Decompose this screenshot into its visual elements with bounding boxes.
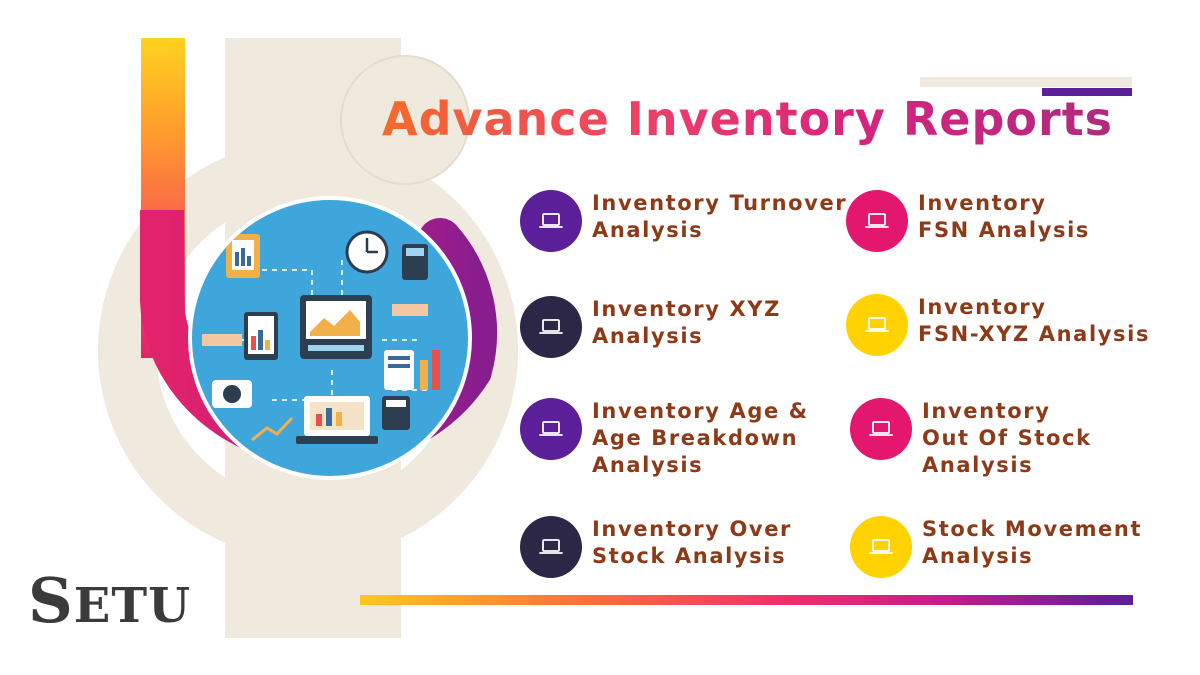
laptop-icon	[846, 294, 908, 356]
report-label-line: Inventory	[922, 399, 1051, 423]
laptop-icon	[520, 516, 582, 578]
logo-rest: ETU	[73, 578, 191, 634]
laptop-icon	[520, 190, 582, 252]
report-label-line: FSN-XYZ Analysis	[918, 322, 1151, 346]
laptop-icon	[850, 516, 912, 578]
report-label-line: FSN Analysis	[918, 218, 1091, 242]
report-label-line: Stock Analysis	[592, 544, 787, 568]
report-label: Inventory XYZ Analysis	[592, 296, 852, 350]
report-item-xyz[interactable]: Inventory XYZ Analysis	[520, 296, 852, 358]
laptop-icon	[850, 398, 912, 460]
gradient-bottom-line	[360, 595, 1133, 605]
report-label-line: Inventory XYZ	[592, 297, 781, 321]
laptop-glyph	[865, 317, 889, 332]
report-label-line: Analysis	[922, 453, 1034, 477]
report-label-line: Out Of Stock	[922, 426, 1092, 450]
laptop-glyph	[539, 421, 563, 436]
laptop-glyph	[869, 421, 893, 436]
decor-line-purple	[1042, 88, 1132, 96]
decor-line-beige	[920, 77, 1132, 87]
page-title: Advance Inventory Reports	[382, 92, 1114, 146]
laptop-glyph	[539, 213, 563, 228]
analytics-illustration-icon	[202, 230, 440, 444]
report-label-line: Inventory	[918, 295, 1047, 319]
setu-logo: SETU	[28, 564, 191, 637]
report-label-line: Inventory Age &	[592, 399, 809, 423]
laptop-glyph	[539, 319, 563, 334]
laptop-glyph	[869, 539, 893, 554]
laptop-glyph	[539, 539, 563, 554]
background-circle	[340, 55, 470, 185]
report-label-line: Inventory	[918, 191, 1047, 215]
laptop-icon	[846, 190, 908, 252]
report-label-line: Analysis	[592, 218, 704, 242]
laptop-icon	[520, 398, 582, 460]
report-label-line: Age Breakdown	[592, 426, 799, 450]
logo-initial: S	[28, 564, 74, 637]
inventory-illustration	[188, 196, 472, 480]
report-label-line: Analysis	[592, 453, 704, 477]
report-label-line: Stock Movement	[922, 517, 1143, 541]
report-label-line: Analysis	[592, 324, 704, 348]
report-label-line: Analysis	[922, 544, 1034, 568]
laptop-glyph	[865, 213, 889, 228]
report-label-line: Inventory Turnover	[592, 191, 848, 215]
report-label-line: Inventory Over	[592, 517, 793, 541]
laptop-icon	[520, 296, 582, 358]
